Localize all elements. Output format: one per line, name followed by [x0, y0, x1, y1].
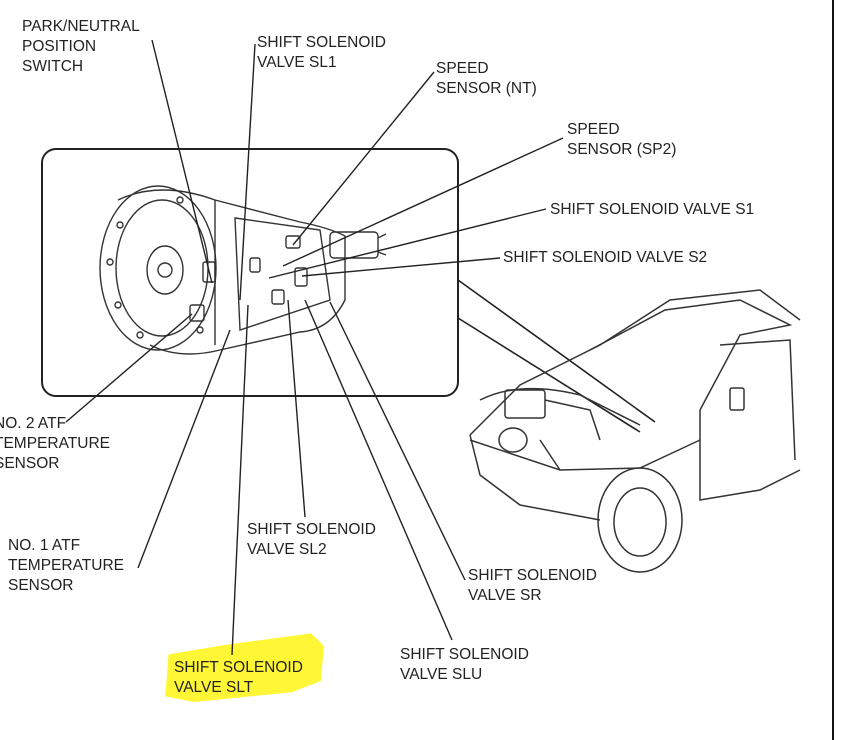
label-line: SHIFT SOLENOID	[247, 521, 376, 538]
label-line: PARK/NEUTRAL	[22, 18, 140, 35]
page-edge-border	[832, 0, 834, 740]
label-line: SENSOR (SP2)	[567, 141, 677, 158]
label-line: VALVE SLU	[400, 666, 483, 683]
label-line: SPEED	[567, 121, 620, 138]
label-line: VALVE SR	[468, 587, 542, 604]
label-line: SHIFT SOLENOID VALVE S2	[503, 249, 708, 266]
leader-lines	[65, 39, 564, 656]
label-line: VALVE SL1	[257, 54, 337, 71]
label-speed-sensor-nt: SPEED SENSOR (NT)	[436, 59, 537, 99]
label-shift-solenoid-slu: SHIFT SOLENOID VALVE SLU	[400, 645, 529, 685]
label-park-neutral-switch: PARK/NEUTRAL POSITION SWITCH	[22, 17, 140, 77]
label-shift-solenoid-sl1: SHIFT SOLENOID VALVE SL1	[257, 33, 386, 73]
label-line: VALVE SL2	[247, 541, 327, 558]
label-line: SHIFT SOLENOID	[174, 659, 303, 676]
label-line: NO. 2 ATF	[0, 415, 67, 432]
label-shift-solenoid-sl2: SHIFT SOLENOID VALVE SL2	[247, 520, 376, 560]
leader-sr	[329, 301, 466, 581]
label-speed-sensor-sp2: SPEED SENSOR (SP2)	[567, 120, 676, 160]
leader-s1	[268, 208, 547, 279]
leader-atf1	[137, 329, 231, 569]
label-line: TEMPERATURE	[8, 557, 124, 574]
label-line: POSITION	[22, 38, 97, 55]
label-line: SENSOR (NT)	[436, 80, 537, 97]
transmission-drawing	[99, 185, 387, 355]
leader-s2	[301, 257, 501, 277]
label-shift-solenoid-slt: SHIFT SOLENOID VALVE SLT	[174, 658, 303, 698]
leader-atf2	[65, 313, 193, 423]
zoom-line-upper	[457, 279, 656, 423]
vehicle-drawing	[469, 289, 801, 573]
label-line: SENSOR	[8, 577, 74, 594]
label-line: SENSOR	[0, 455, 60, 472]
label-shift-solenoid-sr: SHIFT SOLENOID VALVE SR	[468, 566, 597, 606]
label-shift-solenoid-s1: SHIFT SOLENOID VALVE S1	[550, 200, 754, 220]
leader-sl2	[287, 299, 306, 518]
label-shift-solenoid-s2: SHIFT SOLENOID VALVE S2	[503, 248, 707, 268]
leader-sl1	[239, 43, 256, 301]
label-line: SPEED	[436, 60, 489, 77]
label-line: SHIFT SOLENOID VALVE S1	[550, 201, 755, 218]
leader-slt	[231, 304, 249, 656]
label-line: VALVE SLT	[174, 679, 254, 696]
zoom-line-lower	[457, 317, 641, 433]
label-line: SHIFT SOLENOID	[400, 646, 529, 663]
leader-slu	[304, 299, 453, 641]
label-line: SWITCH	[22, 58, 84, 75]
label-no2-atf-temperature-sensor: NO. 2 ATF TEMPERATURE SENSOR	[0, 414, 110, 474]
label-line: TEMPERATURE	[0, 435, 110, 452]
leader-speed-nt	[292, 71, 435, 246]
label-line: NO. 1 ATF	[8, 537, 81, 554]
leader-park-neutral	[151, 39, 213, 284]
label-line: SHIFT SOLENOID	[257, 34, 386, 51]
label-no1-atf-temperature-sensor: NO. 1 ATF TEMPERATURE SENSOR	[8, 536, 124, 596]
transmission-inset-box	[41, 148, 459, 397]
leader-speed-sp2	[282, 137, 564, 267]
label-line: SHIFT SOLENOID	[468, 567, 597, 584]
